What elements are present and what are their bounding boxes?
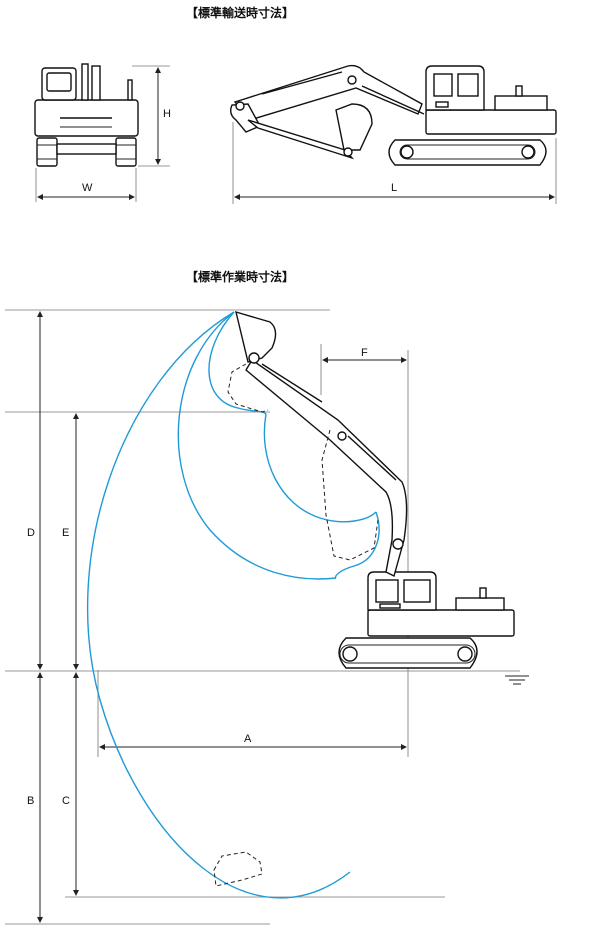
ground-symbol — [505, 675, 529, 685]
dig-depth-label: C — [62, 795, 70, 807]
length-label: L — [391, 182, 398, 194]
dump-height-label: E — [62, 527, 70, 539]
max-depth-label: B — [27, 795, 35, 807]
max-height-label: D — [27, 527, 35, 539]
transport-dimensions-title: 【標準輸送時寸法】 — [186, 6, 295, 20]
width-label: W — [82, 182, 93, 194]
height-label: H — [163, 108, 171, 120]
front-view-excavator — [34, 63, 139, 167]
working-excavator — [235, 310, 515, 669]
working-dimensions-title: 【標準作業時寸法】 — [186, 270, 295, 284]
bucket-positions-dashed — [213, 363, 379, 887]
digging-envelope — [86, 311, 380, 899]
reach-label: A — [244, 733, 252, 745]
min-radius-label: F — [361, 347, 368, 359]
side-view-excavator — [229, 64, 557, 166]
